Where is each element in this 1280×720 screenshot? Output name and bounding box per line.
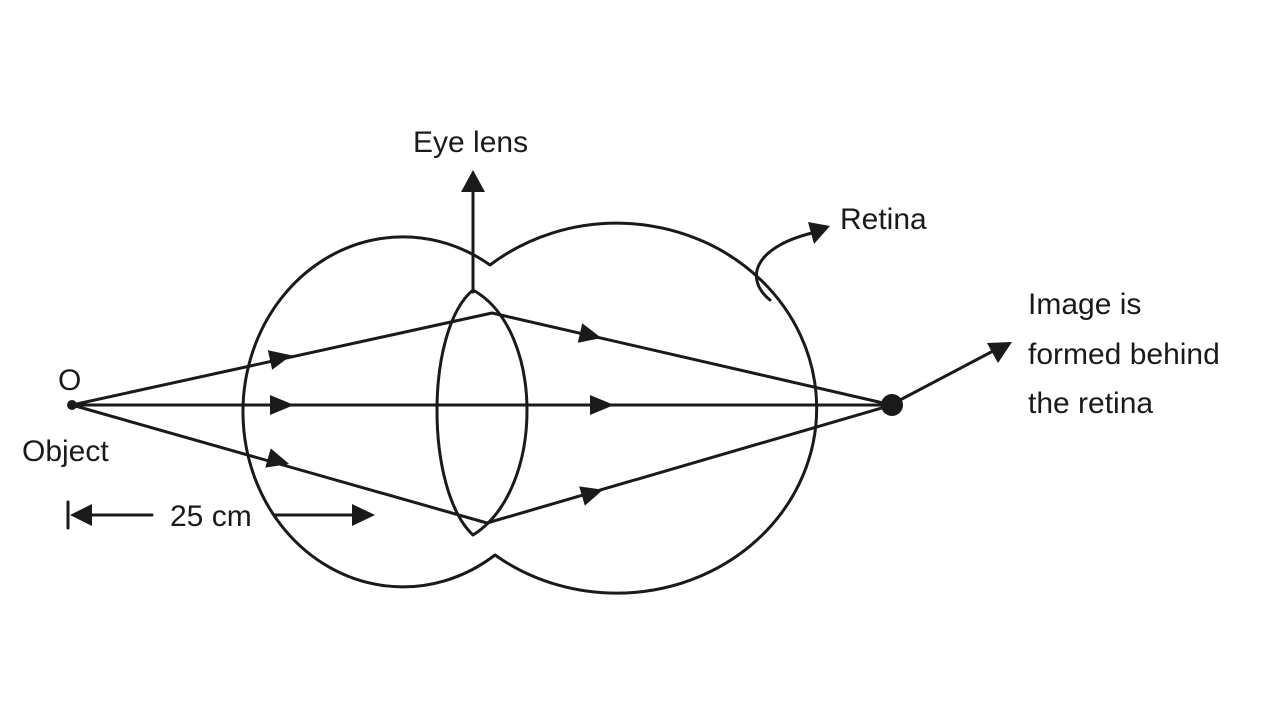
ray-middle-arrow-2: [590, 395, 614, 415]
object-point-label: O: [58, 364, 81, 397]
eye-lens-pointer-arrowhead: [461, 170, 485, 192]
distance-right-arrowhead: [352, 504, 375, 526]
image-pointer-line: [898, 348, 997, 402]
ray-middle-arrow-1: [270, 395, 294, 415]
ray-bottom: [70, 403, 894, 525]
retina-pointer-curve: [754, 231, 814, 302]
ray-top-arrow-2: [577, 323, 602, 343]
retina-pointer-arrowhead: [808, 222, 830, 244]
distance-left-arrowhead: [70, 504, 92, 526]
ray-top-arrow-1: [267, 350, 292, 370]
ray-top: [70, 311, 894, 407]
ray-bottom-arrow-1: [265, 448, 290, 468]
eye-lens: [435, 288, 529, 537]
object-point: [67, 400, 77, 410]
eyeball-outline: [241, 221, 819, 595]
retina-label: Retina: [840, 203, 927, 236]
image-label-line-2: formed behind: [1028, 338, 1220, 371]
eye-lens-label: Eye lens: [413, 126, 528, 159]
ray-bottom-arrow-2: [579, 486, 604, 506]
image-label-line-1: Image is: [1028, 288, 1141, 321]
object-label: Object: [22, 435, 109, 468]
image-pointer-arrowhead: [987, 342, 1012, 363]
distance-label: 25 cm: [170, 500, 252, 533]
image-point: [881, 394, 903, 416]
image-label-line-3: the retina: [1028, 387, 1153, 420]
